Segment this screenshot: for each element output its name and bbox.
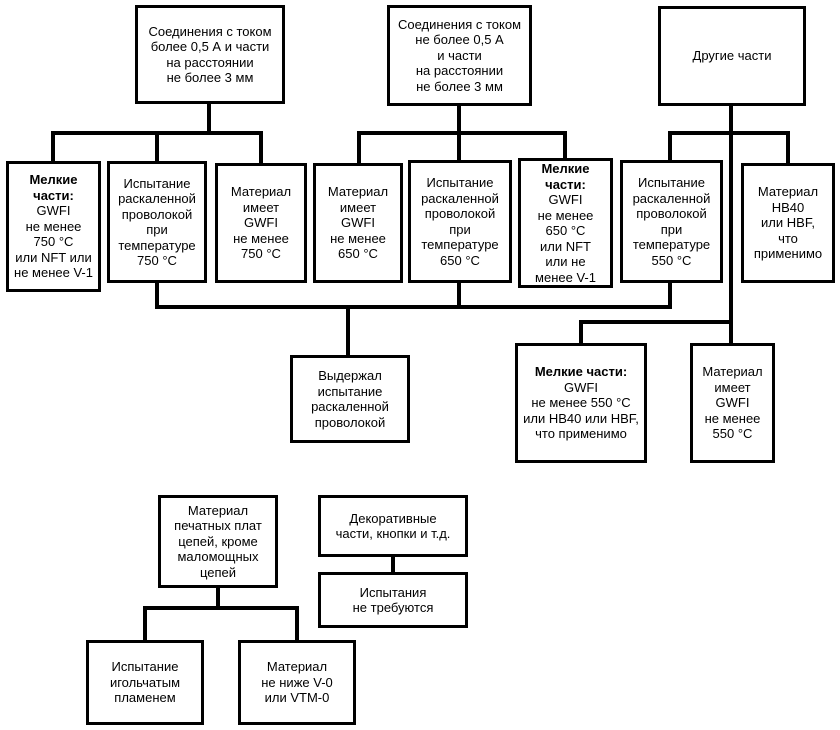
node-label: Испытание игольчатым пламенем (109, 659, 181, 706)
node-label: Материал не ниже V-0 или VTM-0 (261, 659, 333, 706)
node-other-parts: Другие части (658, 6, 806, 106)
connector-line (579, 320, 733, 324)
node-material-v0: Материал не ниже V-0 или VTM-0 (238, 640, 356, 725)
node-label: Соединения с током не более 0,5 А и част… (397, 16, 522, 94)
node-small-parts-750: Мелкие части: GWFI не менее 750 °C или N… (6, 161, 101, 292)
node-label: Мелкие части: GWFI не менее 550 °C или H… (521, 363, 641, 443)
node-small-parts-550: Мелкие части: GWFI не менее 550 °C или H… (515, 343, 647, 463)
connector-line (668, 131, 672, 161)
node-label: Декоративные части, кнопки и т.д. (335, 510, 451, 542)
connector-line (668, 283, 672, 309)
connector-line (729, 106, 733, 344)
connector-line (155, 283, 159, 309)
node-small-parts-650: Мелкие части: GWFI не менее 650 °C или N… (518, 158, 613, 288)
connector-line (216, 588, 220, 610)
connector-line (207, 103, 211, 135)
node-label-rest: GWFI не менее 550 °C или HB40 или HBF, ч… (523, 379, 639, 442)
node-label: Материал имеет GWFI не менее 550 °C (702, 364, 763, 442)
node-material-gwfi-650: Материал имеет GWFI не менее 650 °C (313, 163, 403, 283)
connector-line (357, 131, 361, 164)
connector-line (357, 131, 567, 135)
node-label-rest: GWFI не менее 750 °C или NFT или не мене… (14, 203, 93, 281)
connector-line (155, 305, 672, 309)
node-material-hb40: Материал HB40 или HBF, что применимо (741, 163, 835, 283)
node-label-rest: GWFI не менее 650 °C или NFT или не мене… (535, 192, 596, 285)
node-label: Испытание раскаленной проволокой при тем… (118, 175, 196, 269)
connector-line (668, 131, 790, 135)
node-glow-wire-550: Испытание раскаленной проволокой при тем… (620, 160, 723, 283)
connector-line (391, 557, 395, 573)
node-label: Испытание раскаленной проволокой при тем… (632, 175, 711, 268)
connector-line (295, 606, 299, 641)
node-label: Другие части (692, 48, 772, 64)
node-label: Выдержал испытание раскаленной проволоко… (311, 368, 389, 430)
node-label: Материал имеет GWFI не менее 750 °C (230, 184, 292, 262)
node-label: Мелкие части: GWFI не менее 650 °C или N… (533, 160, 598, 286)
node-material-gwfi-750: Материал имеет GWFI не менее 750 °C (215, 163, 307, 283)
connector-line (143, 606, 147, 641)
node-label-bold: Мелкие части: (29, 172, 78, 203)
connector-line (143, 606, 299, 610)
node-label: Материал имеет GWFI не менее 650 °C (327, 184, 389, 262)
connector-line (457, 283, 461, 309)
connector-line (259, 131, 263, 164)
node-label: Испытание раскаленной проволокой при тем… (421, 175, 499, 268)
node-connections-under-05a: Соединения с током не более 0,5 А и част… (387, 5, 532, 106)
node-material-gwfi-550: Материал имеет GWFI не менее 550 °C (690, 343, 775, 463)
connector-line (563, 131, 567, 159)
connector-line (155, 131, 159, 162)
node-label: Мелкие части: GWFI не менее 750 °C или N… (12, 171, 95, 282)
node-label: Материал HB40 или HBF, что применимо (753, 184, 823, 262)
node-label: Соединения с током более 0,5 А и части н… (148, 23, 272, 86)
connector-line (346, 305, 350, 356)
connector-line (51, 131, 55, 162)
node-label: Испытания не требуются (352, 584, 434, 616)
connector-line (457, 106, 461, 135)
node-glow-wire-750: Испытание раскаленной проволокой при тем… (107, 161, 207, 283)
connector-line (457, 131, 461, 161)
connector-line (579, 320, 583, 344)
connector-line (786, 131, 790, 164)
node-label: Материал печатных плат цепей, кроме мало… (174, 502, 262, 580)
node-connections-over-05a: Соединения с током более 0,5 А и части н… (135, 5, 285, 104)
node-label-bold: Мелкие части: (541, 161, 590, 192)
node-label-bold: Мелкие части: (534, 364, 628, 380)
node-passed-glow-wire: Выдержал испытание раскаленной проволоко… (290, 355, 410, 443)
node-no-tests-required: Испытания не требуются (318, 572, 468, 628)
node-glow-wire-650: Испытание раскаленной проволокой при тем… (408, 160, 512, 283)
node-pcb-material: Материал печатных плат цепей, кроме мало… (158, 495, 278, 588)
node-needle-flame-test: Испытание игольчатым пламенем (86, 640, 204, 725)
node-decorative-parts: Декоративные части, кнопки и т.д. (318, 495, 468, 557)
